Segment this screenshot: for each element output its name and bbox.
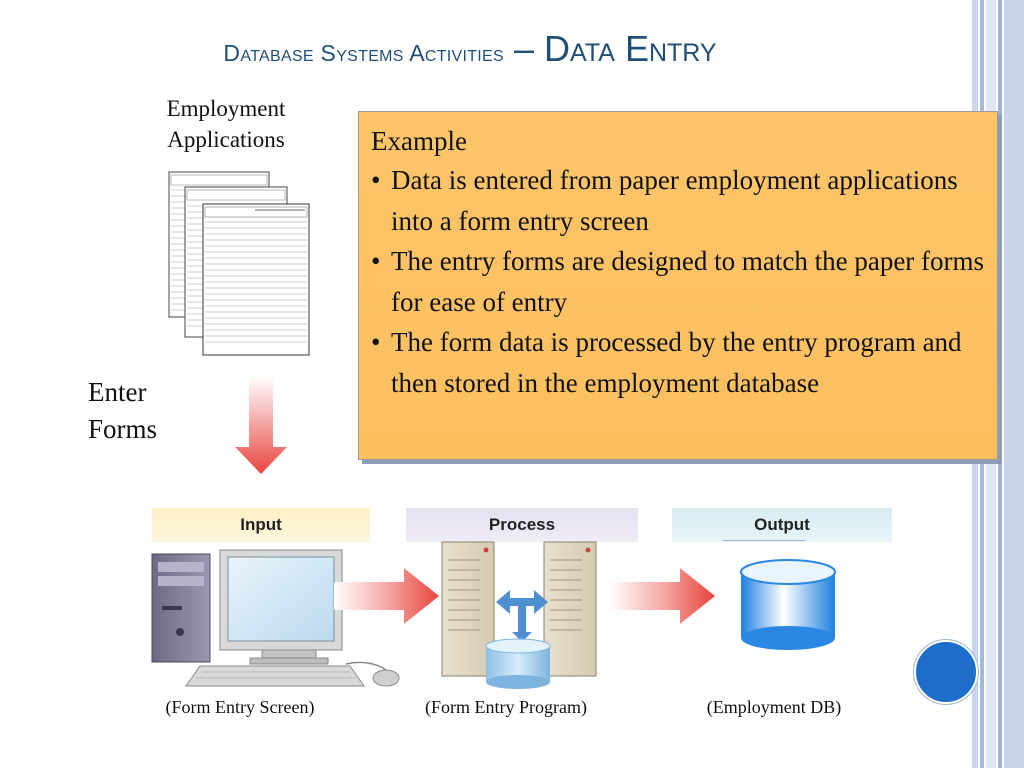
accent-circle <box>914 640 978 704</box>
example-bullet-1: Data is entered from paper employment ap… <box>371 160 985 241</box>
enter-forms-label: Enter Forms <box>88 374 157 448</box>
slide-title: Database Systems Activities – Data Entry <box>0 28 940 70</box>
caption-form-entry-program: (Form Entry Program) <box>425 697 587 717</box>
enter-label-line2: Forms <box>88 414 158 444</box>
example-bullet-2: The entry forms are designed to match th… <box>371 241 985 322</box>
down-arrow-icon <box>235 375 287 474</box>
caption-form-entry-screen: (Form Entry Screen) <box>165 697 315 717</box>
title-part2: Data Entry <box>544 28 717 69</box>
caption-employment-db: (Employment DB) <box>706 697 842 717</box>
output-header-underline <box>722 540 806 541</box>
paper-form-front <box>202 203 310 356</box>
title-part1: Database Systems Activities <box>223 40 504 66</box>
employment-applications-label: Employment Applications <box>140 93 312 155</box>
process-database-icon <box>485 638 551 689</box>
title-dash: – <box>504 28 545 69</box>
servers-icon <box>441 541 597 689</box>
database-icon <box>740 559 836 650</box>
server-right <box>543 541 597 677</box>
server-left <box>441 541 495 677</box>
process-header: Process <box>406 508 638 542</box>
enter-label-line1: Enter <box>88 377 147 407</box>
example-box: Example Data is entered from paper emplo… <box>358 111 998 460</box>
arrow-right-icon <box>334 568 439 624</box>
computer-icon <box>151 549 400 687</box>
example-bullet-list: Data is entered from paper employment ap… <box>371 160 985 403</box>
sync-arrows-icon <box>496 590 548 642</box>
input-header: Input <box>152 508 370 542</box>
paper-forms-icon <box>168 171 310 356</box>
output-header: Output <box>672 508 892 542</box>
arrow-right-icon-2 <box>610 568 715 624</box>
employment-label-line2: Applications <box>167 127 285 152</box>
example-bullet-3: The form data is processed by the entry … <box>371 322 985 403</box>
example-heading: Example <box>371 126 467 156</box>
employment-label-line1: Employment <box>166 96 286 121</box>
